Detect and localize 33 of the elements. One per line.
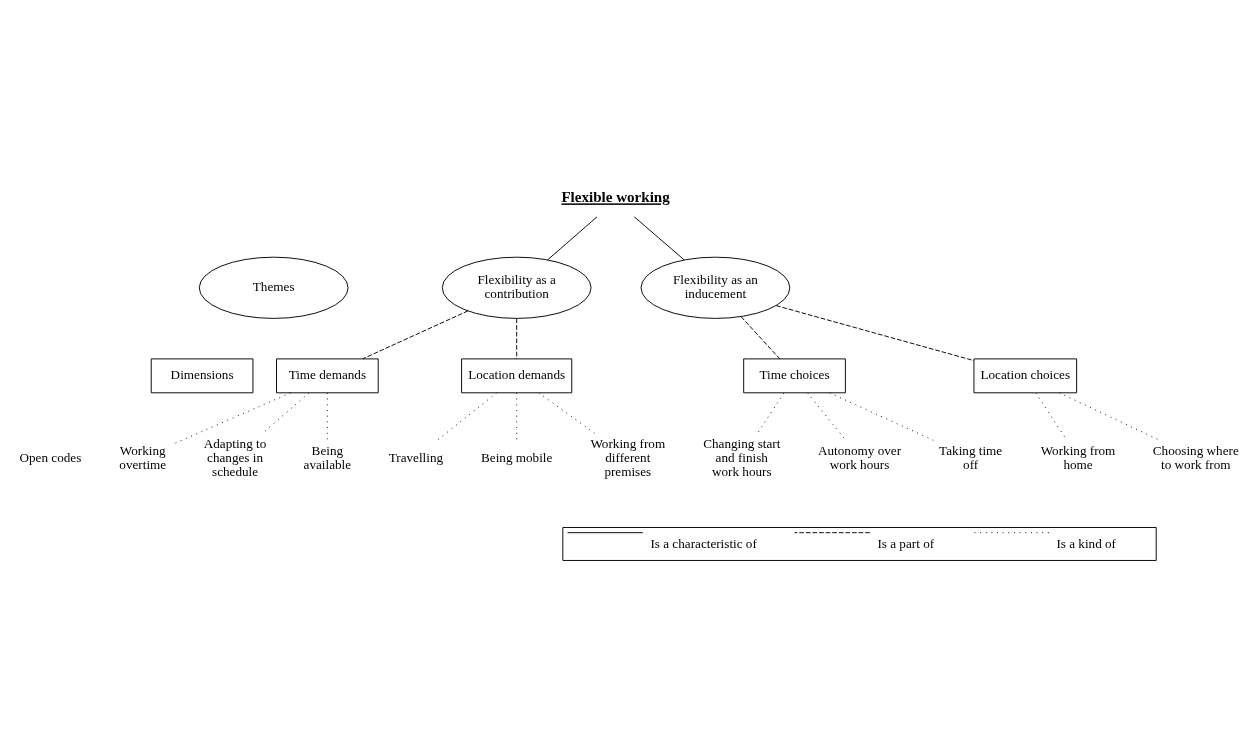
connector: [740, 315, 781, 359]
node-text: Being available: [303, 442, 352, 472]
connector: [775, 304, 975, 361]
node-text: Choosing where to work from: [1152, 442, 1239, 472]
node-ellipse: Themes: [198, 256, 349, 319]
connector: [173, 391, 291, 444]
node-box: Location demands: [461, 357, 573, 393]
node-text: Flexible working: [561, 188, 670, 205]
node-text: Working from different premises: [590, 435, 666, 479]
label: Open codes: [19, 449, 82, 465]
node-box: Time choices: [743, 357, 846, 393]
legend-label: Is a part of: [877, 535, 935, 551]
node-text: Autonomy over work hours: [818, 442, 902, 472]
node-box: Dimensions: [150, 357, 254, 393]
node-box: Location choices: [973, 357, 1078, 393]
connector: [633, 215, 685, 260]
node-text: Changing start and finish work hours: [703, 435, 781, 479]
node-text: Adapting to changes in schedule: [203, 435, 267, 479]
connector: [538, 391, 596, 434]
legend-label: Is a kind of: [1056, 535, 1117, 551]
legend-label: Is a characteristic of: [650, 535, 757, 551]
connector: [362, 309, 469, 359]
connector: [547, 215, 598, 260]
connector: [1058, 391, 1161, 441]
node-text: Working overtime: [119, 442, 167, 472]
node-text: Taking time off: [939, 442, 1003, 472]
node-text: Being mobile: [481, 449, 553, 465]
connector: [516, 317, 518, 359]
node-ellipse: Flexibility as a contribution: [441, 256, 592, 319]
node-text: Working from home: [1040, 442, 1116, 472]
node-text: Travelling: [388, 449, 444, 465]
node-box: Time demands: [276, 357, 379, 393]
node-ellipse: Flexibility as an inducement: [640, 256, 791, 319]
